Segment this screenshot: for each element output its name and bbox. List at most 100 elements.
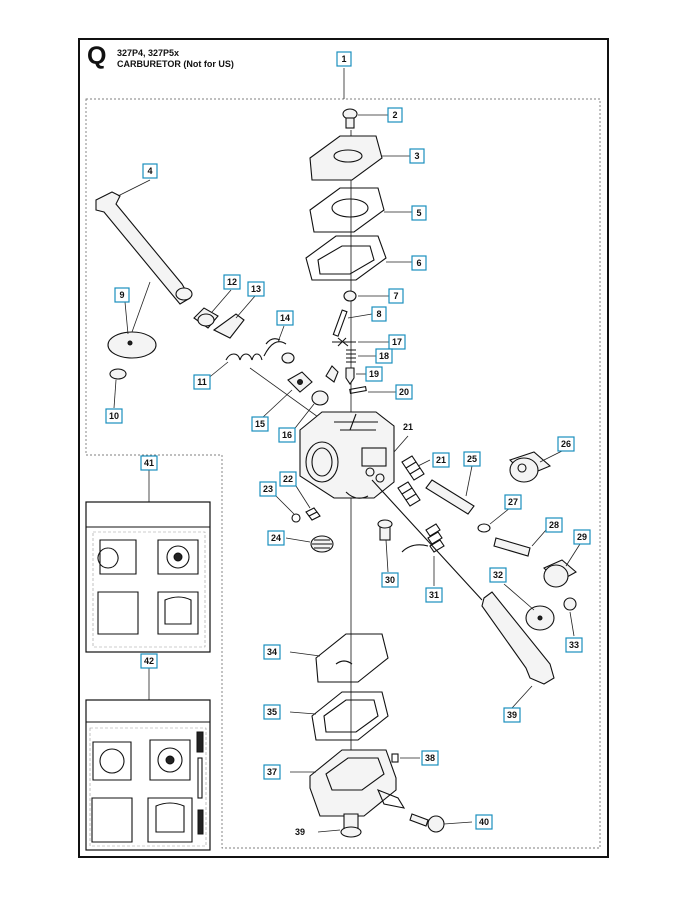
kit-41-bag bbox=[92, 531, 206, 648]
callout-8-label: 8 bbox=[376, 309, 381, 319]
callout-24-label: 24 bbox=[271, 533, 281, 543]
leader-40 bbox=[443, 821, 473, 825]
metering-cover-chamber bbox=[325, 757, 385, 791]
inlet-spring bbox=[346, 349, 356, 363]
choke-detent bbox=[325, 365, 339, 383]
choke-lever-hole bbox=[297, 379, 303, 385]
inlet-screw bbox=[343, 290, 357, 302]
callout-42-label: 42 bbox=[144, 656, 154, 666]
fuel-pin bbox=[349, 386, 367, 394]
kit-42-diaphragm bbox=[149, 739, 191, 781]
kit-42-needle-a bbox=[196, 731, 204, 753]
cover-screw-body bbox=[343, 813, 359, 829]
choke-valve-screw bbox=[563, 597, 577, 611]
venturi-opening bbox=[305, 441, 339, 483]
carburetor-body bbox=[299, 411, 395, 499]
callout-40-label: 40 bbox=[479, 817, 489, 827]
callout-2: 2 bbox=[387, 107, 403, 123]
callout-4: 4 bbox=[142, 163, 158, 179]
callout-38-label: 38 bbox=[425, 753, 435, 763]
metering-cover bbox=[309, 749, 397, 817]
carburetor-housing bbox=[299, 411, 395, 499]
kit-42-screw bbox=[197, 809, 204, 835]
callout-33-label: 33 bbox=[569, 640, 579, 650]
callout-26-label: 26 bbox=[561, 439, 571, 449]
choke-bushing bbox=[311, 390, 329, 406]
callout-25-label: 25 bbox=[467, 454, 477, 464]
callout-33: 33 bbox=[565, 637, 583, 653]
leader-24 bbox=[285, 537, 311, 543]
choke-return-spring bbox=[425, 523, 445, 553]
body-bottom-curve bbox=[345, 491, 369, 499]
callout-21b-label: 21 bbox=[436, 455, 446, 465]
callout-12-label: 12 bbox=[227, 277, 237, 287]
adjust-needle-low bbox=[493, 537, 531, 557]
callout-39a-label: 39 bbox=[507, 710, 517, 720]
pump-gasket bbox=[305, 235, 387, 281]
callout-34: 34 bbox=[263, 644, 281, 660]
kit-41-gasket-c bbox=[157, 591, 199, 635]
kit-41-gasket-b bbox=[97, 591, 139, 635]
callout-39b-label: 39 bbox=[295, 827, 305, 837]
callout-37: 37 bbox=[263, 764, 281, 780]
leader-13 bbox=[235, 295, 256, 319]
metering-gasket-cutout bbox=[323, 699, 379, 733]
leader-29 bbox=[565, 543, 581, 567]
metering-gasket bbox=[311, 691, 389, 741]
section-letter: Q bbox=[87, 42, 107, 70]
adjust-port-b bbox=[375, 473, 385, 483]
throttle-shaft-body bbox=[95, 191, 191, 305]
callout-12: 12 bbox=[223, 274, 241, 290]
leader-25 bbox=[465, 465, 473, 497]
callout-9: 9 bbox=[114, 287, 130, 303]
kit-42-gasket-a bbox=[92, 741, 132, 781]
callout-41-label: 41 bbox=[144, 458, 154, 468]
callout-4-label: 4 bbox=[147, 166, 152, 176]
kit-42-gasket-c-cutout bbox=[155, 802, 185, 833]
callout-24: 24 bbox=[267, 530, 285, 546]
leader-21a bbox=[393, 435, 409, 453]
callout-19: 19 bbox=[365, 366, 383, 382]
leader-4 bbox=[117, 179, 151, 197]
callout-2-label: 2 bbox=[392, 110, 397, 120]
callout-16: 16 bbox=[278, 427, 296, 443]
housing-screw-head bbox=[427, 815, 445, 833]
callout-29-label: 29 bbox=[577, 532, 587, 542]
callout-27-label: 27 bbox=[508, 497, 518, 507]
washer bbox=[477, 523, 491, 533]
throttle-valve-disc bbox=[107, 331, 157, 359]
kit-42-gasket-a-hole bbox=[99, 748, 125, 774]
callout-32: 32 bbox=[489, 567, 507, 583]
callout-15: 15 bbox=[251, 416, 269, 432]
kit-41-card bbox=[85, 501, 211, 653]
callout-42: 42 bbox=[140, 653, 158, 669]
throttle-shaft-end bbox=[175, 287, 193, 301]
leader-23 bbox=[275, 495, 295, 515]
housing-screw-thread bbox=[409, 813, 429, 827]
callout-5: 5 bbox=[411, 205, 427, 221]
callout-22-label: 22 bbox=[283, 474, 293, 484]
leader-27 bbox=[489, 507, 511, 525]
callout-28: 28 bbox=[545, 517, 563, 533]
leader-26 bbox=[539, 449, 565, 463]
callout-19-label: 19 bbox=[369, 369, 379, 379]
callout-29: 29 bbox=[573, 529, 591, 545]
body-top-details bbox=[334, 413, 378, 431]
callout-30: 30 bbox=[381, 572, 399, 588]
callout-1: 1 bbox=[336, 51, 352, 67]
callout-37-label: 37 bbox=[267, 767, 277, 777]
needle-spring-upper bbox=[401, 455, 425, 481]
callout-25: 25 bbox=[463, 451, 481, 467]
callout-5-label: 5 bbox=[416, 208, 421, 218]
o-ring bbox=[291, 513, 301, 523]
choke-valve-hole bbox=[537, 615, 543, 621]
inlet-lever bbox=[332, 337, 356, 347]
leader-9 bbox=[124, 301, 129, 335]
pump-cover bbox=[309, 135, 383, 181]
diagram-title: CARBURETOR (Not for US) bbox=[117, 59, 234, 69]
cover-screw-thread bbox=[345, 117, 355, 129]
callout-3: 3 bbox=[409, 148, 425, 164]
callout-16-label: 16 bbox=[282, 430, 292, 440]
metering-pin bbox=[391, 753, 399, 763]
callout-14: 14 bbox=[276, 310, 294, 326]
